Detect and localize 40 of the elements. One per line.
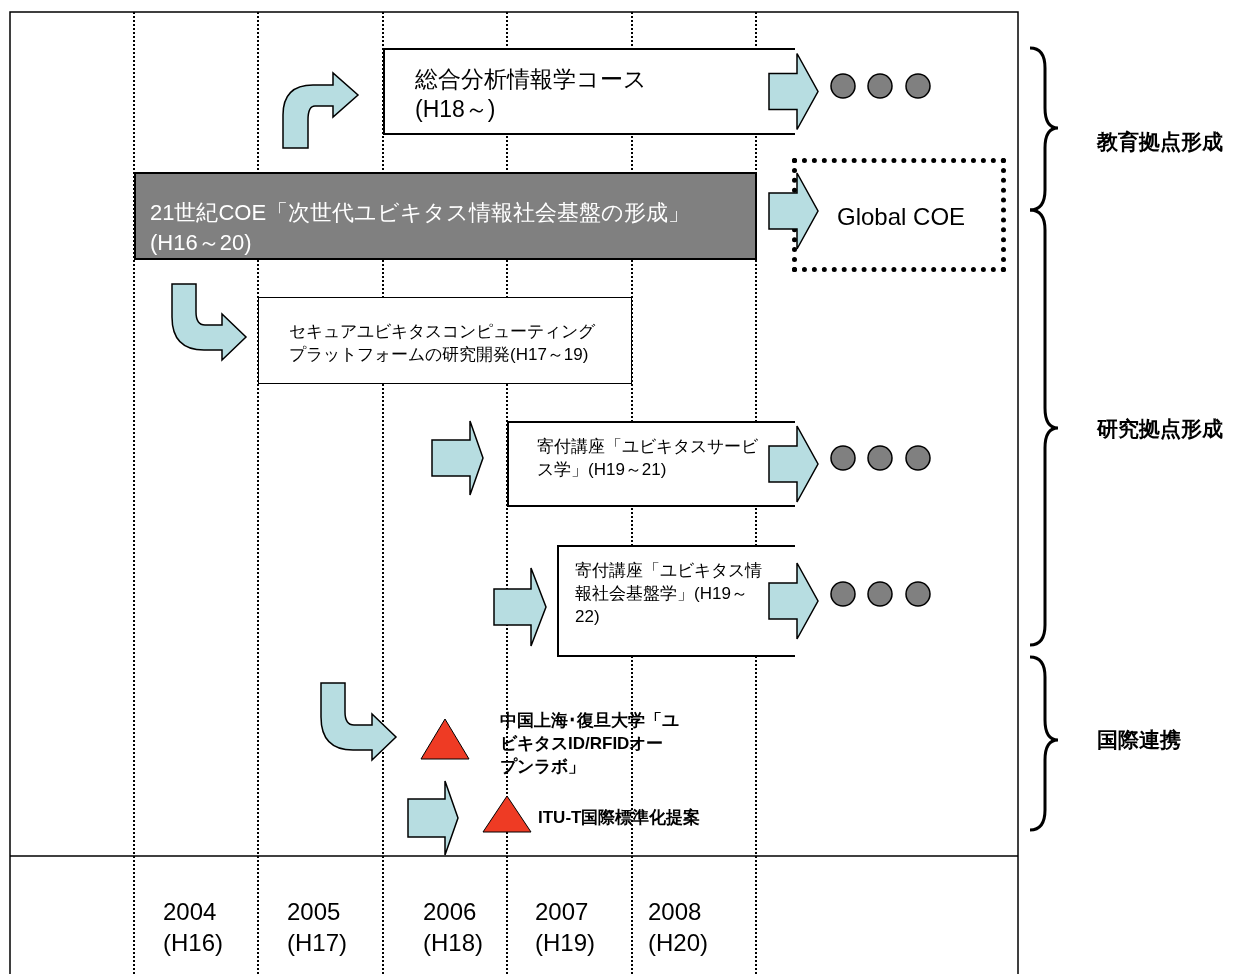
fiscal-year-label: (H18) bbox=[423, 928, 483, 958]
milestone-triangle bbox=[420, 718, 470, 760]
block-arrow bbox=[171, 283, 247, 361]
program-banner bbox=[134, 172, 757, 260]
milestone-triangle bbox=[482, 795, 532, 833]
fiscal-year-label: (H19) bbox=[535, 928, 595, 958]
period-text: (H16～20) bbox=[150, 229, 253, 257]
block-arrow bbox=[493, 567, 547, 647]
milestone-label: ITU-T国際標準化提案 bbox=[538, 807, 702, 829]
block-arrow bbox=[320, 682, 397, 761]
project-box bbox=[507, 421, 795, 507]
box-title: 寄付講座「ユビキタスサービス学」(H19～21) bbox=[537, 436, 759, 481]
box-title: セキュアユビキタスコンピューティングプラットフォームの研究開発(H17～19) bbox=[289, 321, 596, 366]
box-title: 21世紀COE「次世代ユビキタス情報社会基盤の形成」 bbox=[150, 199, 692, 227]
box-title: Global COE bbox=[837, 202, 967, 232]
block-arrow bbox=[768, 425, 819, 503]
fiscal-year-label: (H17) bbox=[287, 928, 347, 958]
year-label: 2007 bbox=[535, 897, 589, 927]
bracket-label: 研究拠点形成 bbox=[1097, 416, 1223, 442]
year-label: 2004 bbox=[163, 897, 217, 927]
fiscal-year-label: (H16) bbox=[163, 928, 223, 958]
fiscal-year-label: (H20) bbox=[648, 928, 708, 958]
future-program-box bbox=[792, 158, 1006, 272]
block-arrow bbox=[768, 172, 819, 250]
bracket-label: 国際連携 bbox=[1097, 727, 1181, 753]
block-arrow bbox=[768, 562, 819, 640]
bracket-label: 教育拠点形成 bbox=[1097, 129, 1223, 155]
box-title: 総合分析情報学コース bbox=[415, 65, 648, 94]
block-arrow bbox=[431, 420, 484, 496]
period-text: (H18～) bbox=[415, 95, 497, 124]
project-box bbox=[258, 297, 632, 384]
block-arrow bbox=[768, 52, 819, 131]
project-box bbox=[557, 545, 795, 657]
project-box bbox=[383, 48, 795, 135]
year-label: 2006 bbox=[423, 897, 477, 927]
block-arrow bbox=[282, 72, 359, 149]
year-label: 2005 bbox=[287, 897, 341, 927]
block-arrow bbox=[407, 780, 459, 856]
box-title: 寄付講座「ユビキタス情報社会基盤学」(H19～22) bbox=[575, 560, 763, 628]
year-label: 2008 bbox=[648, 897, 702, 927]
